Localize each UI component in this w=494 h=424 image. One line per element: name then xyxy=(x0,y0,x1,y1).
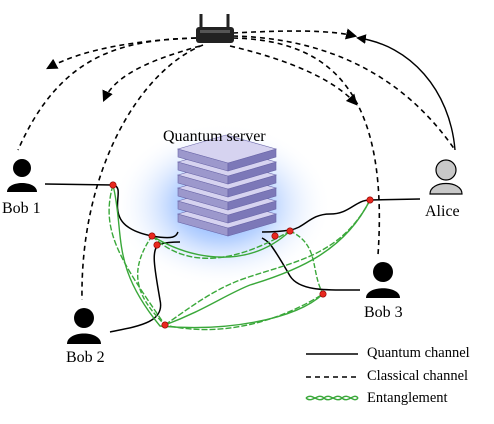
alice-label: Alice xyxy=(425,203,460,220)
classical-link-bob2 xyxy=(81,44,204,301)
node-marker xyxy=(271,232,279,240)
alice-to-router-arrow xyxy=(356,34,456,151)
node-marker xyxy=(366,196,374,204)
server-label: Quantum server xyxy=(163,128,266,145)
quantum-channel-bob3 xyxy=(261,237,361,291)
server-layer-top xyxy=(176,134,278,164)
node-marker xyxy=(286,227,294,235)
classical-link-bob1-arrow xyxy=(46,37,197,70)
classical-link-bob2-arrow xyxy=(102,45,201,103)
classical-channels xyxy=(17,28,456,301)
classical-link-alice-arrow xyxy=(232,28,358,40)
legend xyxy=(305,353,359,401)
entanglement-links xyxy=(108,184,371,331)
quantum-channel-bob1 xyxy=(44,183,179,239)
bob1-label: Bob 1 xyxy=(2,200,41,217)
bob3-person-icon xyxy=(366,262,400,298)
entanglement-bob2-alice xyxy=(164,199,371,326)
bob3-label: Bob 3 xyxy=(364,304,403,321)
node-marker xyxy=(109,181,117,189)
classical-link-alice xyxy=(232,35,456,151)
quantum-channels xyxy=(44,183,421,333)
node-markers xyxy=(109,181,374,329)
router-icon xyxy=(196,14,234,43)
classical-link-bob3-arrow xyxy=(229,45,358,106)
entanglement-server-link xyxy=(136,235,166,326)
classical-link-bob3 xyxy=(232,37,381,256)
legend-entanglement-label: Entanglement xyxy=(367,390,448,406)
bob2-person-icon xyxy=(67,308,101,344)
quantum-channel-alice xyxy=(261,198,421,233)
entanglement-bob1-alice xyxy=(151,230,291,259)
quantum-channel-bob2 xyxy=(109,241,181,333)
legend-classical-label: Classical channel xyxy=(367,368,469,384)
bob1-person-icon xyxy=(7,159,37,192)
alice-person-icon xyxy=(429,159,463,195)
bob2-label: Bob 2 xyxy=(66,349,105,366)
node-marker xyxy=(161,321,169,329)
node-marker xyxy=(153,241,161,249)
server-stack-icon xyxy=(176,134,278,237)
node-marker xyxy=(319,290,327,298)
node-marker xyxy=(148,232,156,240)
legend-quantum-label: Quantum channel xyxy=(367,345,470,361)
